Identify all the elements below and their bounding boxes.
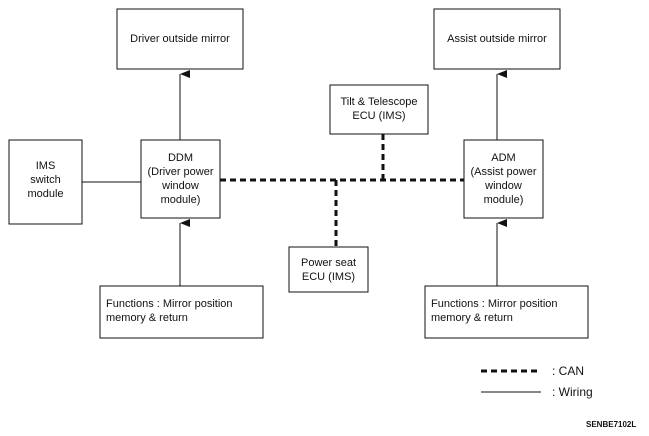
power-seat-ecu-label: Power seat ECU (IMS) xyxy=(300,257,357,283)
functions-left-box xyxy=(99,285,264,339)
functions-right-box xyxy=(424,285,589,339)
figure-code: SENBE7102L xyxy=(586,420,637,429)
assist-mirror-box xyxy=(433,8,561,70)
ddm-label: DDM (Driver power window module) xyxy=(147,152,214,206)
legend-can-label: : CAN xyxy=(552,364,585,378)
driver-mirror-box xyxy=(116,8,244,70)
functions-left-label: Functions : Mirror position memory & ret… xyxy=(106,298,233,324)
tilt-ecu-label: Tilt & Telescope ECU (IMS) xyxy=(340,96,418,122)
legend-wiring-label: : Wiring xyxy=(552,385,593,399)
driver-mirror-label: Driver outside mirror xyxy=(130,33,230,45)
ims-switch-label: IMS switch module xyxy=(27,160,64,200)
assist-mirror-label: Assist outside mirror xyxy=(447,33,547,45)
functions-right-label: Functions : Mirror position memory & ret… xyxy=(431,298,558,324)
adm-label: ADM (Assist power window module) xyxy=(470,152,537,206)
power-seat-ecu-box xyxy=(288,246,369,293)
tilt-ecu-box xyxy=(329,84,429,135)
